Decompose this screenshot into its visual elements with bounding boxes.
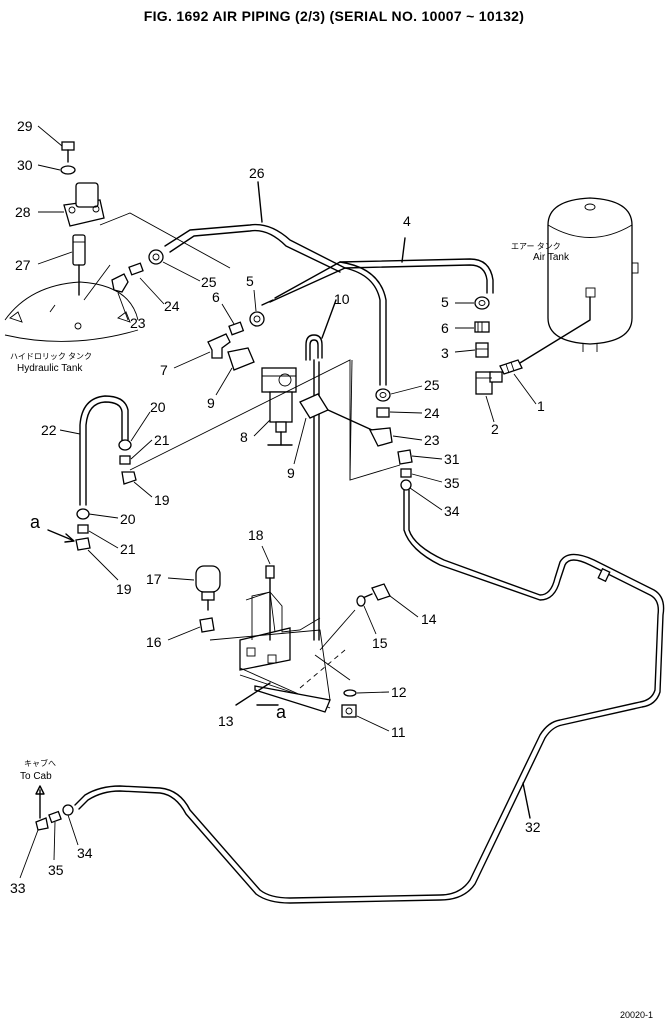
hydraulic-tank-label: Hydraulic Tank	[17, 363, 83, 374]
ref-a-bottom: a	[276, 702, 287, 722]
callout-35a: 35	[444, 475, 460, 491]
hydraulic-tank-assembly: ハイドロリック タンク Hydraulic Tank	[4, 141, 231, 374]
washer-12-nut-11	[341, 689, 357, 718]
pipe-22	[79, 395, 129, 506]
callout-23b: 23	[424, 432, 440, 448]
corner-ref: 20020-1	[620, 1010, 653, 1020]
callout-10: 10	[334, 291, 350, 307]
fittings-31-35-34	[397, 449, 413, 491]
fitting-1	[499, 359, 523, 375]
callout-5a: 5	[246, 273, 254, 289]
air-tank: エアー タンク Air Tank	[511, 197, 639, 352]
to-cab-fittings	[35, 785, 74, 831]
callout-19b: 19	[116, 581, 132, 597]
callout-7: 7	[160, 362, 168, 378]
fittings-upper-left	[111, 249, 164, 293]
callout-23a: 23	[130, 315, 146, 331]
callout-31: 31	[444, 451, 460, 467]
callouts: 29 30 28 27 26 4 25 24 23 6 5 10 5 6 3 1…	[10, 118, 545, 896]
svg-text:キャブへ: キャブへ	[24, 758, 56, 768]
hose-10	[305, 299, 337, 641]
bracket-13	[209, 591, 356, 713]
callout-12: 12	[391, 684, 407, 700]
callout-30: 30	[17, 157, 33, 173]
callout-33: 33	[10, 880, 26, 896]
callout-11: 11	[391, 724, 406, 740]
callout-34a: 34	[444, 503, 460, 519]
callout-24b: 24	[424, 405, 440, 421]
valve-8	[261, 367, 297, 446]
callout-34b: 34	[77, 845, 93, 861]
bracket-frame	[129, 359, 401, 481]
page-title: FIG. 1692 AIR PIPING (2/3) (SERIAL NO. 1…	[143, 8, 525, 24]
callout-6b: 6	[441, 320, 449, 336]
svg-text:To Cab: To Cab	[20, 771, 52, 782]
callout-18: 18	[248, 527, 264, 543]
hydraulic-tank-jp-label: ハイドロリック タンク	[10, 352, 92, 361]
fittings-center-left	[228, 311, 265, 336]
callout-26: 26	[249, 165, 265, 181]
callout-24a: 24	[164, 298, 180, 314]
callout-8: 8	[240, 429, 248, 445]
callout-15: 15	[372, 635, 388, 651]
callout-6a: 6	[212, 289, 220, 305]
pipe-32	[74, 489, 665, 904]
callout-21b: 21	[120, 541, 136, 557]
callout-17: 17	[146, 571, 162, 587]
pipe-4	[261, 237, 494, 386]
callout-9b: 9	[287, 465, 295, 481]
callout-9a: 9	[207, 395, 215, 411]
callout-3: 3	[441, 345, 449, 361]
callout-14: 14	[421, 611, 437, 627]
callout-22: 22	[41, 422, 57, 438]
elbow-7	[207, 333, 231, 359]
tee-2	[475, 371, 503, 395]
air-tank-jp-label: エアー タンク	[511, 242, 561, 251]
callout-25b: 25	[424, 377, 440, 393]
callout-1: 1	[537, 398, 545, 414]
callout-19a: 19	[154, 492, 170, 508]
hose-end-9a	[227, 347, 255, 371]
callout-35b: 35	[48, 862, 64, 878]
callout-4: 4	[403, 213, 411, 229]
hose-end-9b	[299, 393, 373, 431]
fitting-stack-right	[474, 296, 490, 358]
callout-20a: 20	[150, 399, 166, 415]
fittings-20-21-19-upper	[118, 439, 137, 485]
bolt-14-washer-15	[356, 583, 391, 607]
fitting-16	[199, 617, 215, 633]
to-cab-label: キャブへ To Cab	[20, 758, 56, 782]
callout-20b: 20	[120, 511, 136, 527]
callout-21a: 21	[154, 432, 170, 448]
callout-29: 29	[17, 118, 33, 134]
callout-13: 13	[218, 713, 234, 729]
fitting-18	[265, 565, 275, 641]
pipe-26	[164, 181, 346, 273]
callout-5b: 5	[441, 294, 449, 310]
callout-2: 2	[491, 421, 499, 437]
callout-27: 27	[15, 257, 31, 273]
ref-a-top: a	[30, 512, 41, 532]
fittings-right-center	[368, 388, 393, 447]
callout-16: 16	[146, 634, 162, 650]
callout-28: 28	[15, 204, 31, 220]
fittings-20-21-19-lower	[47, 508, 91, 551]
callout-32: 32	[525, 819, 541, 835]
switch-17	[195, 565, 221, 611]
callout-25a: 25	[201, 274, 217, 290]
air-tank-label: Air Tank	[533, 252, 570, 263]
tank-outlet-line	[514, 296, 591, 367]
